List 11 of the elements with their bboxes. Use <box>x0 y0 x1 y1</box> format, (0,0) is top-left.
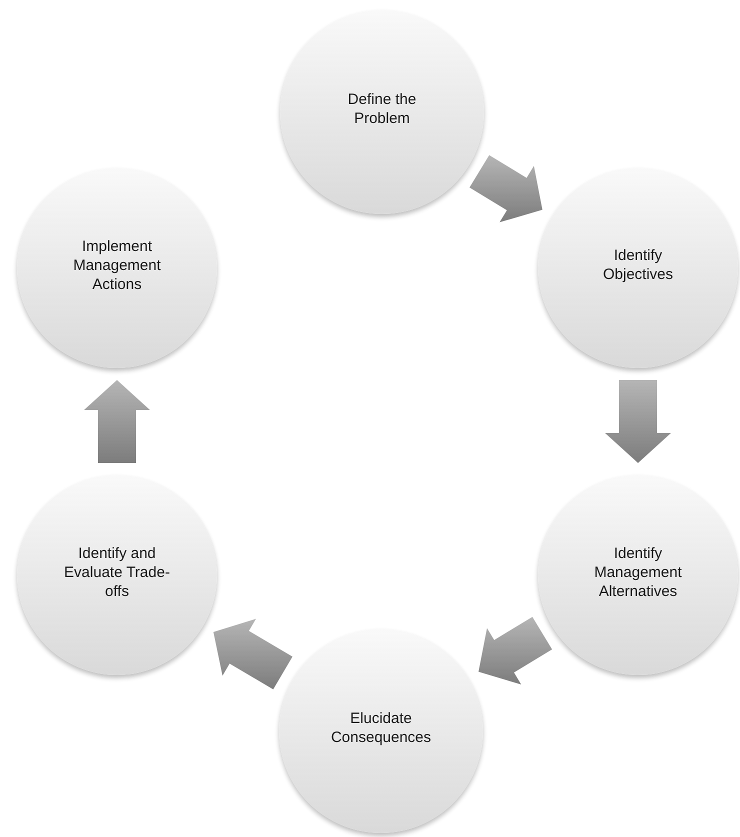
step-label: Identify Management Alternatives <box>593 544 683 600</box>
block-arrow <box>470 155 542 222</box>
block-arrow <box>213 618 292 690</box>
step-label: Elucidate Consequences <box>330 709 432 747</box>
step-label: Implement Management Actions <box>72 236 162 294</box>
block-arrow <box>605 380 671 463</box>
block-arrow <box>478 616 552 684</box>
block-arrow <box>84 380 150 463</box>
step-label: Identify Objectives <box>602 246 674 284</box>
step-label: Identify and Evaluate Trade-offs <box>63 544 171 600</box>
step-label: Define the Problem <box>346 90 418 128</box>
